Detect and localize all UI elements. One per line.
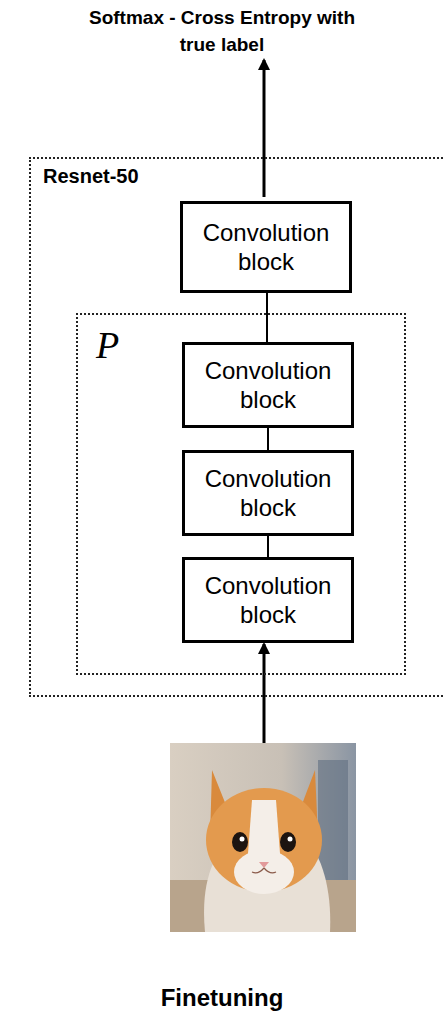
- input-arrow: [263, 644, 266, 743]
- group-label: Resnet-50: [43, 165, 139, 188]
- cat-photo: [170, 743, 356, 932]
- p-group: PConvolution blockConvolution blockConvo…: [76, 313, 406, 675]
- connector-line: [267, 428, 269, 450]
- conv-block: Convolution block: [182, 557, 354, 643]
- block-label: Convolution block: [183, 214, 349, 280]
- resnet-group: Resnet-50Convolution blockPConvolution b…: [29, 157, 444, 697]
- conv-block: Convolution block: [182, 450, 354, 536]
- caption: Finetuning: [22, 984, 422, 1012]
- conv-block: Convolution block: [182, 342, 354, 428]
- output-label: Softmax - Cross Entropy with true label: [72, 4, 372, 58]
- block-label: Convolution block: [185, 460, 351, 526]
- block-label: Convolution block: [185, 352, 351, 418]
- block-label: Convolution block: [185, 567, 351, 633]
- connector-line: [267, 536, 269, 557]
- group-label: P: [96, 325, 119, 365]
- connector-line: [266, 293, 268, 342]
- output-arrow: [263, 60, 266, 197]
- conv-block: Convolution block: [180, 201, 352, 293]
